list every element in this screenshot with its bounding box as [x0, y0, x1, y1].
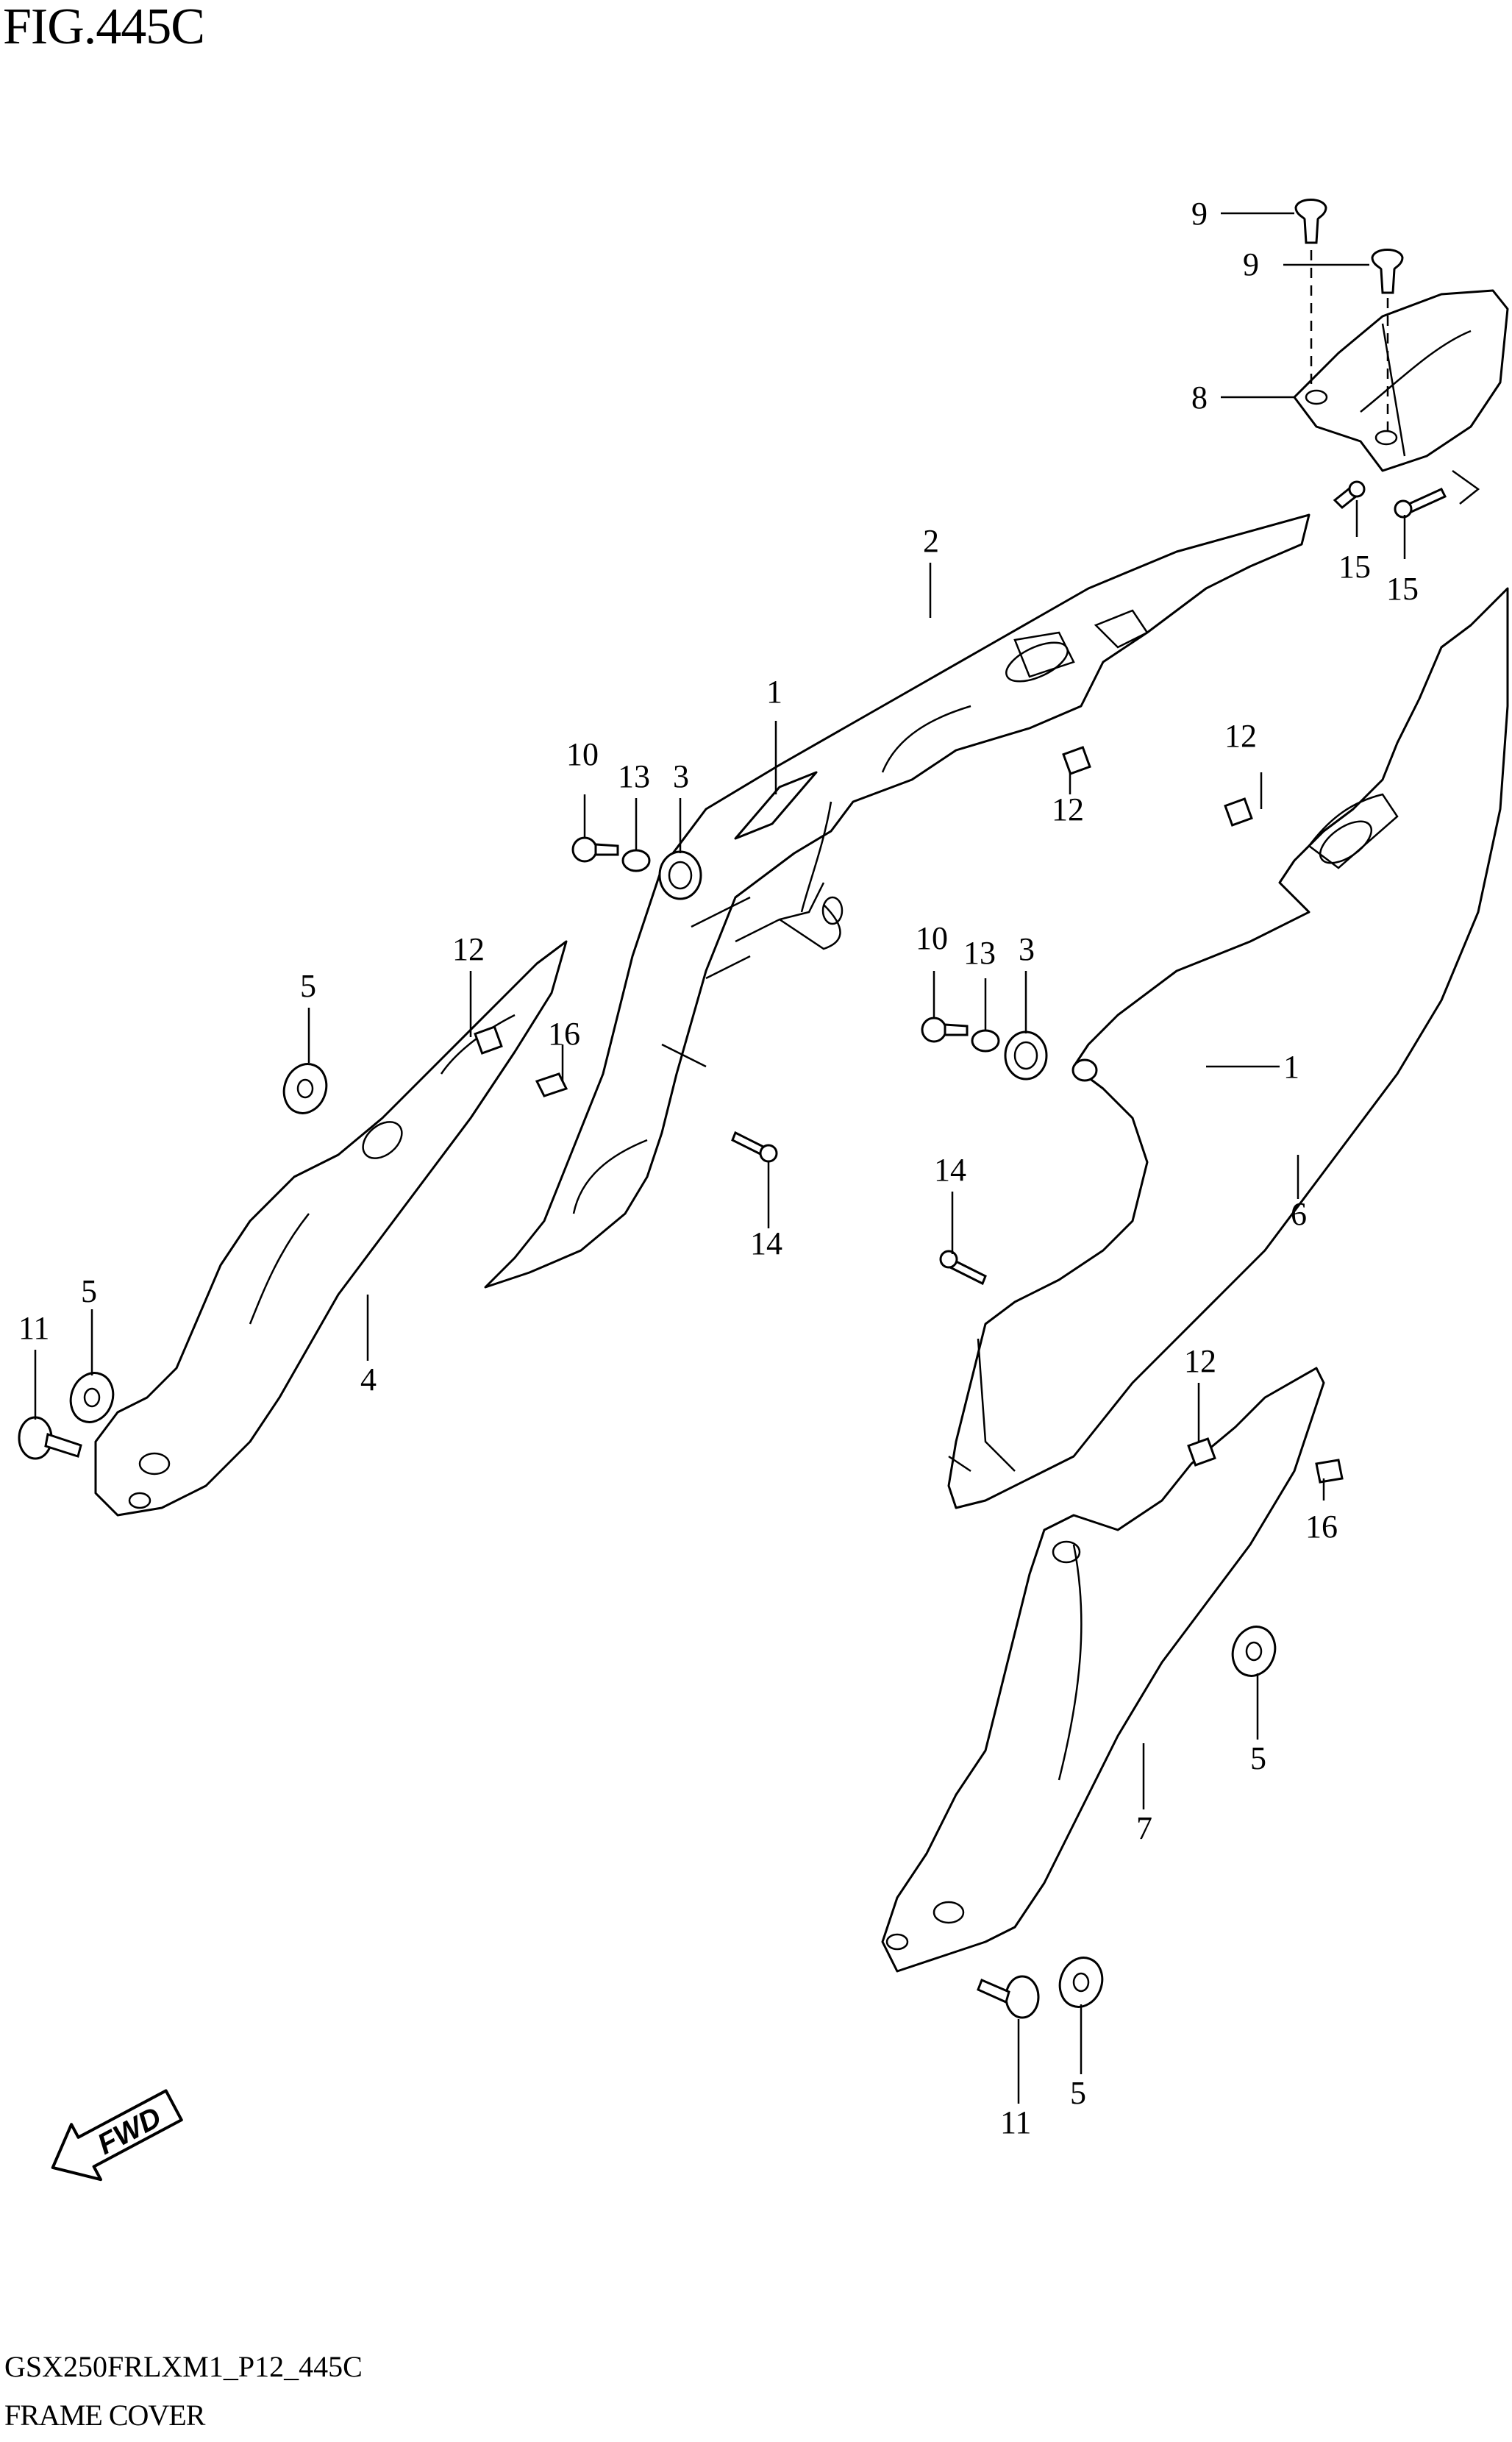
callout-1b: 1	[1283, 1049, 1299, 1085]
fwd-direction-arrow: FWD	[51, 2089, 183, 2182]
hardware-bolts-collars	[18, 746, 1344, 2019]
callout-16a: 16	[548, 1016, 580, 1052]
callout-14a: 14	[934, 1152, 966, 1188]
callout-3b: 3	[1019, 931, 1035, 967]
callout-16b: 16	[1305, 1509, 1338, 1545]
leader-lines	[34, 212, 1406, 2104]
callout-9b: 9	[1243, 246, 1259, 282]
callout-4: 4	[360, 1361, 377, 1398]
callout-15b: 15	[1386, 571, 1419, 607]
part-6-frame-cover-right	[947, 587, 1509, 1509]
part-9-rivets	[1294, 199, 1404, 430]
callout-9a: 9	[1191, 196, 1208, 232]
callout-15a: 15	[1338, 549, 1371, 585]
callout-12b: 12	[1052, 791, 1084, 827]
callout-labels: 9 9 8 15 15 2 1 10 13 3 12 12 12 5 16 10…	[18, 196, 1419, 2140]
callout-5a: 5	[300, 968, 316, 1004]
model-code: GSX250FRLXM1_P12_445C	[4, 2350, 363, 2383]
callout-14b: 14	[750, 1225, 782, 1261]
callout-12a: 12	[1224, 718, 1257, 754]
callout-3a: 3	[673, 758, 689, 794]
callout-5b: 5	[81, 1273, 97, 1309]
callout-7: 7	[1136, 1810, 1152, 1846]
callout-6: 6	[1291, 1196, 1307, 1232]
callout-11b: 11	[1000, 2104, 1031, 2140]
callout-5d: 5	[1070, 2075, 1086, 2111]
part-2-frame-cover-left	[484, 513, 1310, 1289]
callout-10b: 10	[916, 920, 948, 956]
part-15-screws	[1333, 480, 1447, 519]
callout-2: 2	[923, 523, 939, 559]
callout-12d: 12	[1184, 1343, 1216, 1379]
callout-5c: 5	[1250, 1740, 1266, 1776]
callout-13b: 13	[963, 935, 996, 971]
callout-8: 8	[1191, 380, 1208, 416]
callout-10a: 10	[566, 736, 599, 772]
callout-11a: 11	[18, 1310, 49, 1346]
part-7-lower-cover-right	[881, 1367, 1325, 1973]
part-4-lower-cover-left	[94, 940, 568, 1517]
part-8-tail-cover	[1293, 289, 1509, 505]
section-name: FRAME COVER	[4, 2399, 205, 2432]
callout-1a: 1	[766, 674, 782, 710]
figure-title: FIG.445C	[3, 0, 205, 55]
callout-12c: 12	[452, 931, 485, 967]
callout-13a: 13	[618, 758, 650, 794]
